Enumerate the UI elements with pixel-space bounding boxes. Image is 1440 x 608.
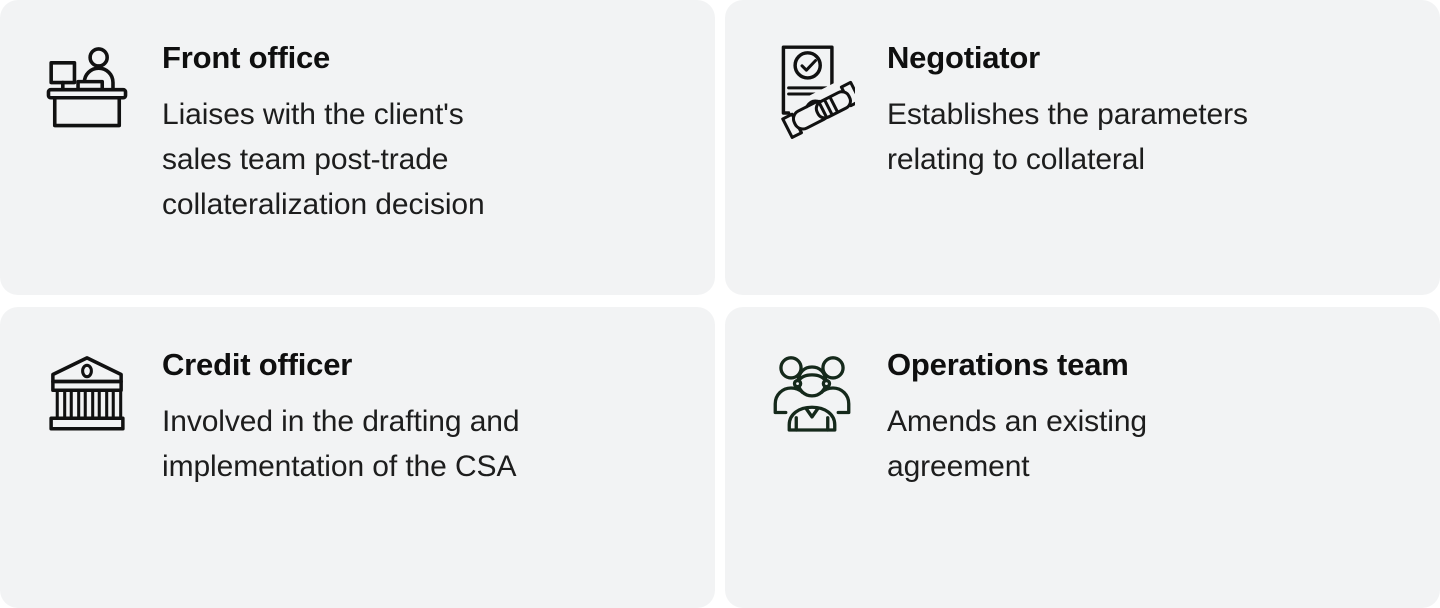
bank-icon bbox=[44, 349, 130, 435]
card-negotiator: Negotiator Establishes the parameters re… bbox=[725, 0, 1440, 295]
card-operations-team: Operations team Amends an existing agree… bbox=[725, 307, 1440, 608]
card-credit-officer: Credit officer Involved in the drafting … bbox=[0, 307, 715, 608]
document-handshake-icon bbox=[769, 42, 855, 139]
card-description: Amends an existing agreement bbox=[887, 405, 1148, 483]
card-text: Operations team Amends an existing agree… bbox=[887, 347, 1404, 489]
card-title: Negotiator bbox=[887, 40, 1041, 75]
desk-icon bbox=[44, 42, 130, 132]
team-icon bbox=[769, 349, 855, 441]
card-title: Front office bbox=[162, 40, 331, 75]
card-title: Operations team bbox=[887, 347, 1129, 382]
card-text: Credit officer Involved in the drafting … bbox=[162, 347, 679, 489]
card-title: Credit officer bbox=[162, 347, 353, 382]
card-description: Involved in the drafting and implementat… bbox=[162, 405, 520, 483]
card-description: Establishes the parameters relating to c… bbox=[887, 98, 1248, 176]
card-description: Liaises with the client's sales team pos… bbox=[162, 98, 485, 221]
card-text: Front office Liaises with the client's s… bbox=[162, 40, 679, 227]
card-text: Negotiator Establishes the parameters re… bbox=[887, 40, 1404, 182]
card-front-office: Front office Liaises with the client's s… bbox=[0, 0, 715, 295]
